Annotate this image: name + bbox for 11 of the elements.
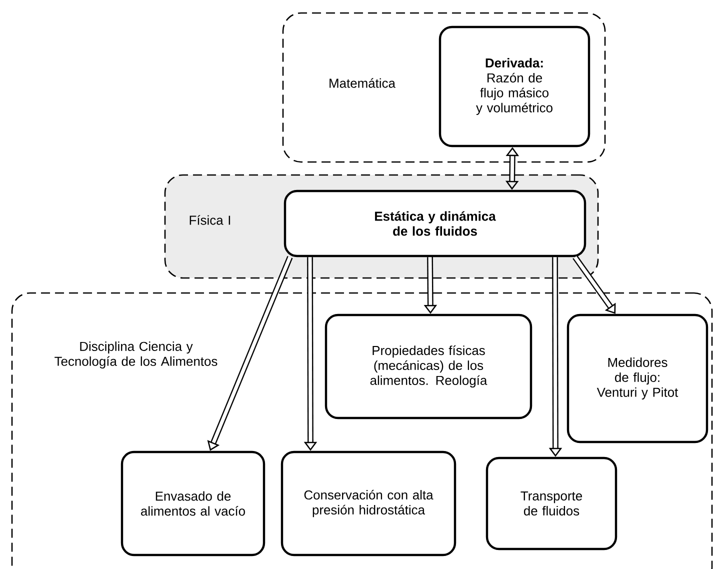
- concept-box: Conservación con alta presión hidrostática: [280, 450, 456, 556]
- concept-box: Transporte de fluidos: [486, 456, 618, 550]
- concept-box: Medidores de flujo: Venturi y Pitot: [566, 314, 708, 444]
- arrow: [572, 255, 616, 314]
- concept-box: Derivada: Razón de flujo másico y volumétrico: [438, 26, 590, 148]
- group-label: Física I: [190, 215, 230, 225]
- concept-box: Envasado de alimentos al vacío: [120, 450, 266, 556]
- group-label: Matemática: [330, 78, 396, 88]
- concept-box: Propiedades físicas (mecánicas) de los alimentos. Reología: [324, 314, 532, 420]
- concept-box: Estática y dinámica de los fluidos: [284, 190, 586, 258]
- group-label: Disciplina Ciencia y Tecnología de los Alimentos: [54, 341, 218, 368]
